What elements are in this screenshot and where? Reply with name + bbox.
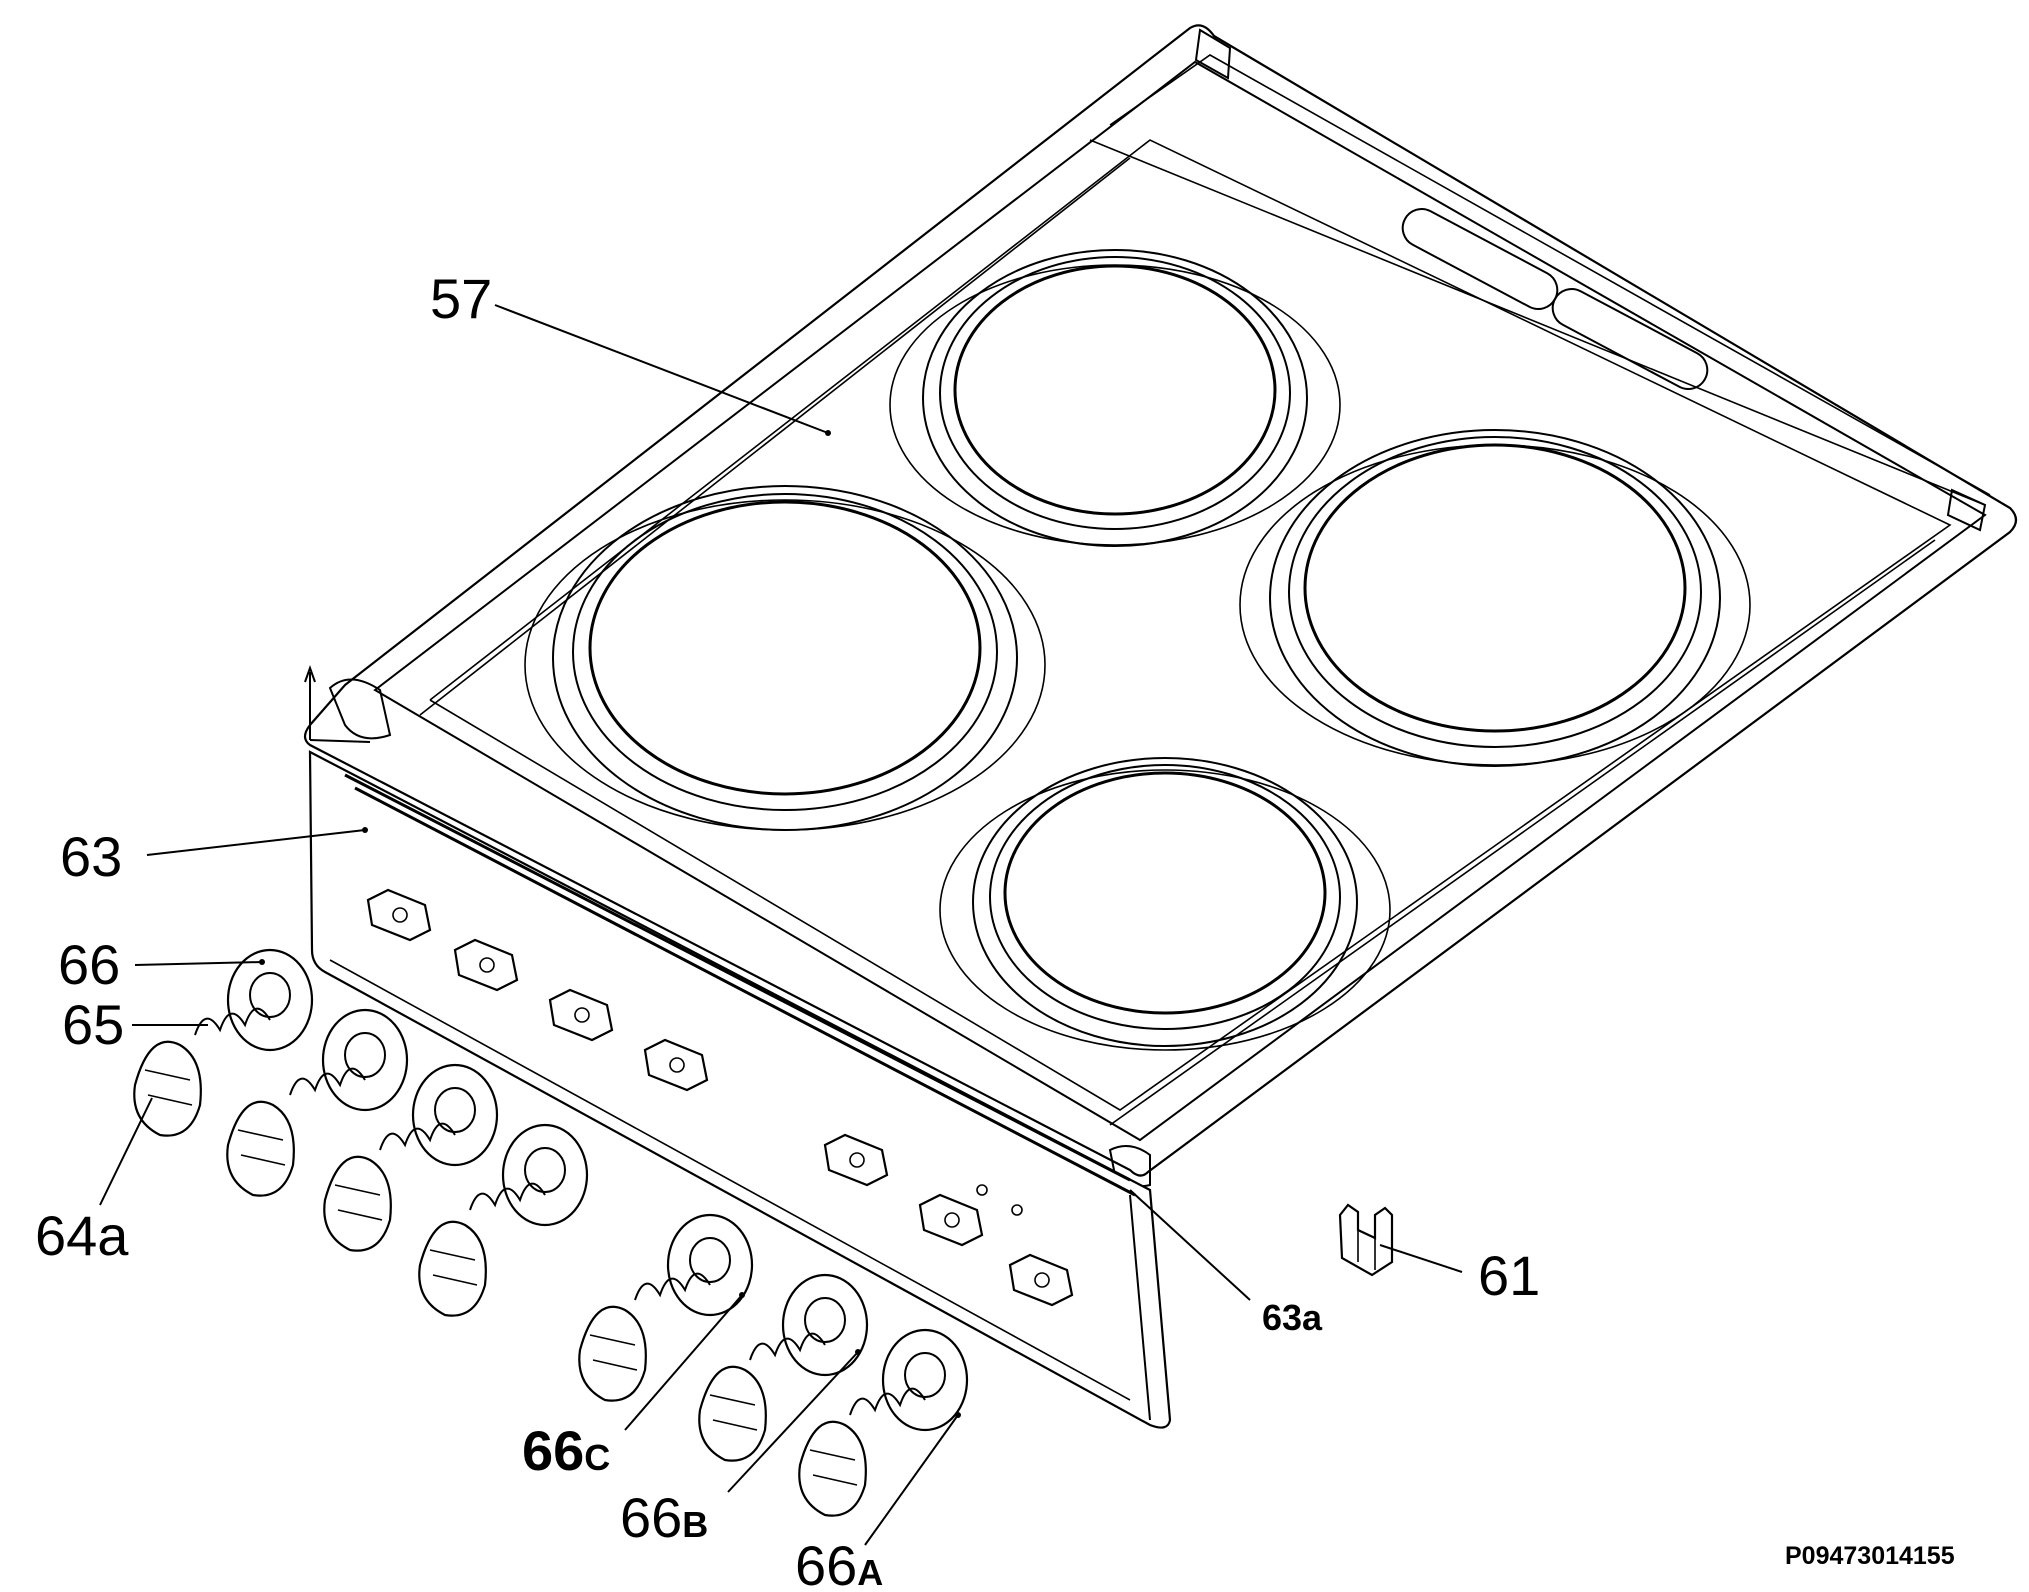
boss-7: [1008, 1253, 1074, 1307]
leader-63: [146, 829, 366, 856]
label-61: 61: [1478, 1244, 1540, 1307]
knob-assembly-66c: [578, 1213, 754, 1402]
control-panel: [304, 665, 1172, 1429]
drawing-code: P09473014155: [1785, 1542, 1955, 1570]
boss-3: [548, 988, 614, 1042]
knob-assembly-66b: [698, 1273, 869, 1462]
label-66b: 66B: [620, 1486, 708, 1549]
panel-knob-bosses: [366, 888, 1074, 1307]
label-66: 66: [58, 933, 120, 996]
label-63: 63: [60, 825, 122, 888]
knob-assembly-4: [418, 1123, 589, 1317]
clip-part: [1338, 1203, 1394, 1277]
leader-64a: [99, 1097, 153, 1206]
leader-57: [494, 304, 829, 434]
label-65: 65: [62, 993, 124, 1056]
hotplate-rear-left: [889, 249, 1341, 547]
label-66c: 66C: [522, 1419, 610, 1482]
leader-61: [1379, 1244, 1463, 1273]
hob-top-frame: [303, 24, 2018, 1188]
label-64a: 64a: [35, 1204, 129, 1267]
boss-4: [643, 1038, 709, 1092]
hotplate-rear-right: [1239, 429, 1751, 767]
knob-assembly-2: [226, 1008, 409, 1197]
indicator-lamp-2: [1011, 1204, 1023, 1216]
knob-assemblies: [133, 948, 969, 1517]
hotplate-front-left: [524, 485, 1046, 831]
leader-66c: [624, 1294, 743, 1431]
label-57: 57: [430, 267, 492, 330]
leader-66b: [727, 1351, 859, 1493]
leader-lines: [99, 304, 1463, 1546]
knob-assembly-66a: [798, 1328, 969, 1517]
label-63a: 63a: [1262, 1297, 1323, 1338]
indicator-lamp-1: [976, 1184, 988, 1196]
label-66a: 66A: [795, 1534, 883, 1592]
boss-2: [453, 938, 519, 992]
leader-63a: [1129, 1189, 1251, 1301]
boss-5: [823, 1133, 889, 1187]
callout-labels: 57 63 66 65 64a 61 63a 66C 66B 66A: [35, 267, 1540, 1592]
leader-66a: [864, 1414, 959, 1546]
boss-6: [918, 1193, 984, 1247]
boss-1: [366, 888, 432, 942]
hotplate-front-right: [939, 757, 1391, 1051]
leader-66: [134, 961, 263, 966]
knob-assembly-3: [323, 1063, 499, 1252]
knob-assembly-1: [133, 948, 314, 1137]
